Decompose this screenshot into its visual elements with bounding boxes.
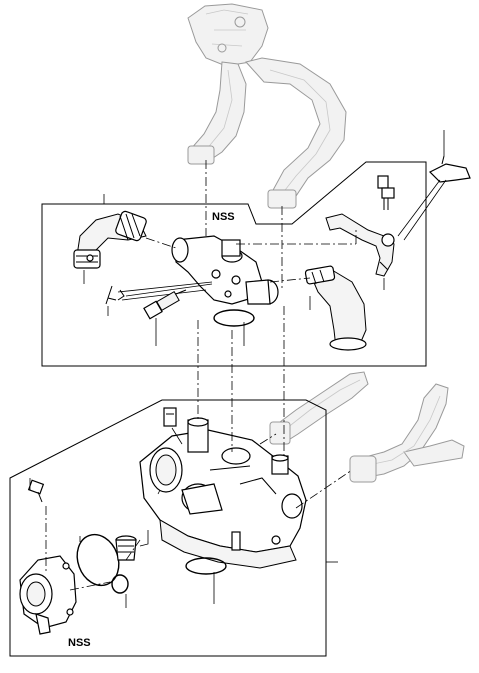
lower-panel-outline bbox=[9, 399, 327, 657]
leader-clip-fan bbox=[117, 281, 213, 301]
curved-hose-right bbox=[304, 265, 367, 351]
coolant-outlet-housing bbox=[171, 235, 279, 305]
housing-bolt bbox=[27, 479, 45, 503]
nss-label-lower: NSS bbox=[68, 637, 91, 649]
thermostat-cover bbox=[19, 555, 77, 635]
dash-lower-hose bbox=[295, 469, 353, 509]
housing-sensor bbox=[163, 407, 177, 427]
dash-elbow bbox=[145, 237, 177, 249]
bleed-pipe bbox=[325, 213, 395, 277]
nss-label-upper: NSS bbox=[212, 211, 235, 223]
leader-thermostat bbox=[139, 530, 149, 547]
temperature-sensor bbox=[143, 289, 187, 320]
bleed-screw bbox=[377, 175, 395, 210]
dash-curved-hose bbox=[269, 277, 311, 283]
leader-housing-sensor bbox=[171, 427, 183, 445]
dash-bleed bbox=[236, 230, 357, 245]
thermostat-housing bbox=[139, 417, 307, 569]
retaining-clip bbox=[105, 285, 125, 305]
thermostat bbox=[115, 535, 137, 561]
o-ring-lower bbox=[185, 557, 227, 575]
dash-cover bbox=[69, 581, 111, 591]
elbow-hose-left bbox=[73, 210, 147, 269]
lower-hose-assembly-ghost bbox=[269, 371, 465, 483]
o-ring-upper bbox=[213, 309, 255, 327]
upper-panel-outline bbox=[41, 161, 427, 367]
pipe-clip bbox=[428, 155, 471, 183]
o-ring-small bbox=[111, 574, 129, 594]
leader-pipe-clip-fan bbox=[397, 179, 447, 241]
dash-thermostat bbox=[125, 539, 141, 561]
upper-hose-assembly-ghost bbox=[187, 3, 347, 209]
leader-housing bbox=[157, 489, 161, 495]
dash-lower-hose-2 bbox=[259, 433, 277, 445]
